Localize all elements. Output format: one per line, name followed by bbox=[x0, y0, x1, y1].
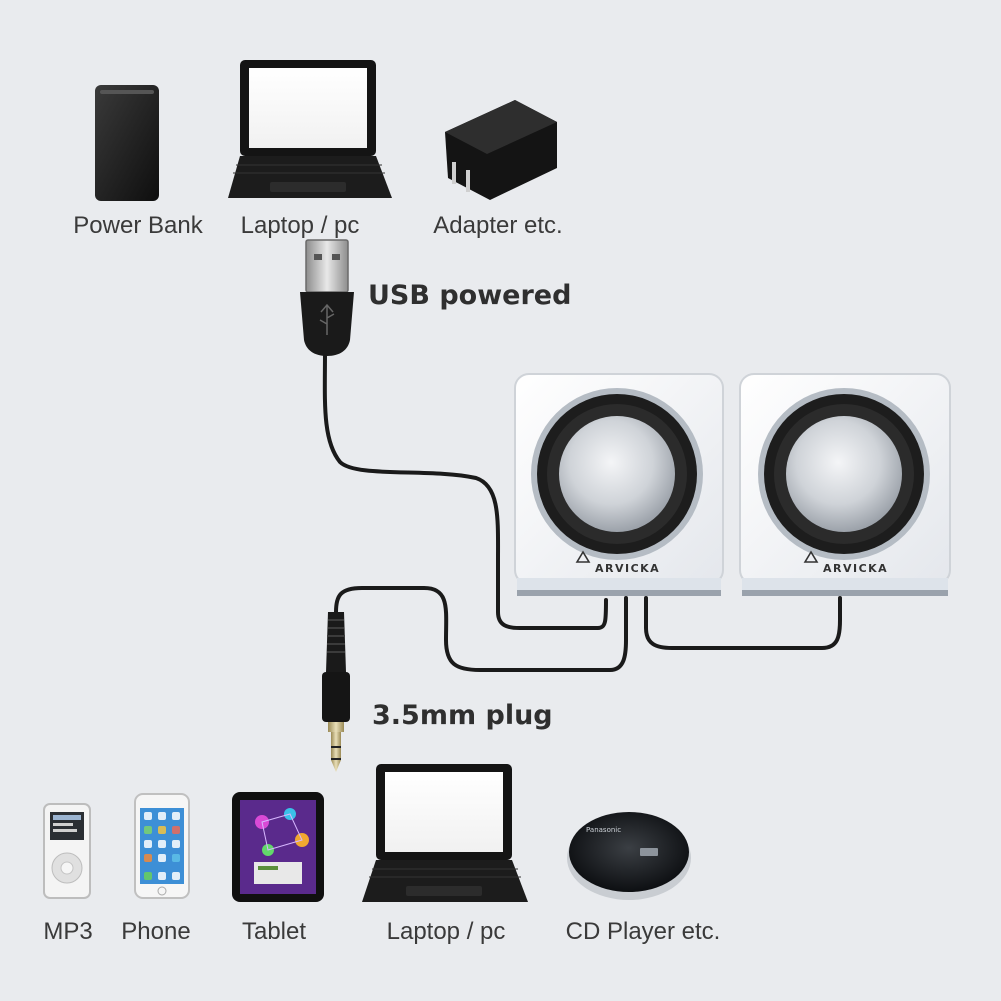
right-speaker: ARVICKA bbox=[739, 373, 951, 596]
label-cd-player: CD Player etc. bbox=[565, 918, 721, 945]
phone-icon bbox=[134, 793, 190, 899]
svg-text:Panasonic: Panasonic bbox=[586, 826, 621, 834]
label-laptop-pc-bottom: Laptop / pc bbox=[386, 918, 506, 945]
audio-plug-icon bbox=[322, 612, 350, 772]
cd-player-icon: Panasonic bbox=[567, 812, 691, 900]
power-bank-icon bbox=[95, 85, 159, 201]
label-power-bank: Power Bank bbox=[73, 212, 203, 239]
left-speaker: ARVICKA bbox=[514, 373, 724, 596]
laptop-top-icon bbox=[228, 60, 392, 198]
mp3-player-icon bbox=[43, 803, 91, 899]
usb-powered-callout: USB powered bbox=[368, 280, 572, 311]
right-speaker-brand: ARVICKA bbox=[823, 562, 888, 575]
cables bbox=[322, 350, 842, 672]
label-adapter: Adapter etc. bbox=[433, 212, 563, 239]
left-speaker-brand: ARVICKA bbox=[595, 562, 660, 575]
label-mp3: MP3 bbox=[43, 918, 93, 945]
label-laptop-pc-top: Laptop / pc bbox=[240, 212, 360, 239]
adapter-icon bbox=[445, 100, 557, 200]
label-phone: Phone bbox=[121, 918, 191, 945]
usb-plug-icon bbox=[300, 239, 354, 356]
audio-plug-callout: 3.5mm plug bbox=[372, 700, 553, 731]
tablet-icon bbox=[232, 792, 324, 902]
label-tablet: Tablet bbox=[241, 918, 307, 945]
laptop-bottom-icon bbox=[362, 764, 528, 902]
